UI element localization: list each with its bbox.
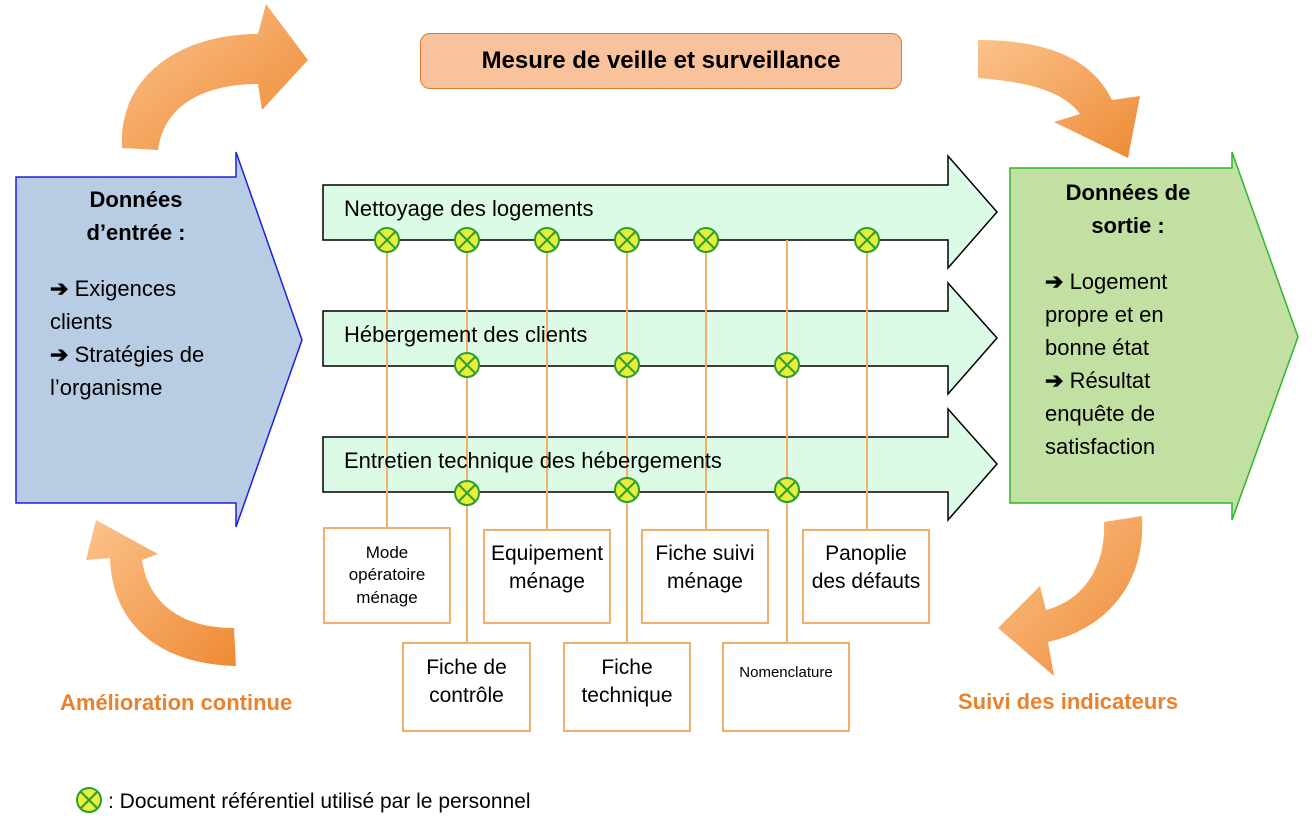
- input-item-2: clients: [50, 305, 250, 338]
- document-panoplie-defauts: Panoplie des défauts: [802, 529, 930, 624]
- arrow-right-icon: ➔: [1045, 269, 1064, 294]
- legend-text: : Document référentiel utilisé par le pe…: [108, 790, 531, 813]
- document-marker-icon: [76, 787, 102, 813]
- doc-line: ménage: [356, 587, 418, 607]
- doc-line: opératoire: [348, 565, 426, 585]
- input-item-1-text: Exigences: [74, 276, 177, 301]
- input-block-title-1: Données: [89, 187, 183, 212]
- document-marker-icon: [614, 227, 640, 253]
- document-fiche-controle: Fiche de contrôle: [402, 642, 531, 732]
- document-equipement-menage: Equipement ménage: [483, 529, 611, 624]
- document-marker-icon: [454, 480, 480, 506]
- process-arrow-cleaning: [322, 154, 998, 270]
- document-marker-icon: [454, 227, 480, 253]
- output-item-4: ➔ Résultat: [1045, 364, 1235, 397]
- doc-line: ménage: [509, 569, 585, 593]
- continuous-improvement-label: Amélioration continue: [60, 690, 293, 715]
- output-item-2: propre et en: [1045, 298, 1235, 331]
- indicators-followup-label: Suivi des indicateurs: [958, 689, 1179, 714]
- document-marker-icon: [693, 227, 719, 253]
- document-fiche-technique: Fiche technique: [563, 642, 691, 732]
- curved-arrow-top-right: [978, 40, 1140, 158]
- input-block-text: Données d’entrée :: [38, 183, 234, 249]
- document-marker-icon: [534, 227, 560, 253]
- input-item-3-text: Stratégies de: [74, 342, 205, 367]
- output-item-1-text: Logement: [1069, 269, 1168, 294]
- input-block-title-2: d’entrée :: [86, 220, 186, 245]
- process-arrow-hosting: [322, 281, 999, 396]
- output-item-3: bonne état: [1045, 331, 1235, 364]
- doc-line: Nomenclature: [739, 664, 833, 682]
- curved-arrow-bottom-left: [86, 520, 236, 666]
- input-item-3: ➔ Stratégies de: [50, 338, 250, 371]
- doc-line: Equipement: [490, 541, 604, 565]
- document-marker-icon: [854, 227, 880, 253]
- document-marker-icon: [774, 352, 800, 378]
- output-item-2-text: propre et en: [1045, 302, 1164, 327]
- document-nomenclature: Nomenclature: [722, 642, 850, 732]
- process-label-cleaning: Nettoyage des logements: [344, 196, 594, 221]
- input-block-items: ➔ Exigences clients ➔ Stratégies de l’or…: [50, 272, 250, 404]
- connector-lines: [386, 240, 868, 642]
- doc-line: Fiche de: [426, 656, 507, 680]
- output-data-block: [1009, 151, 1299, 521]
- output-item-5: enquête de: [1045, 397, 1235, 430]
- arrow-right-icon: ➔: [50, 342, 69, 367]
- monitoring-box: Mesure de veille et surveillance: [420, 33, 902, 89]
- output-block-text: Données de sortie :: [1028, 176, 1228, 242]
- document-markers: [374, 227, 880, 506]
- monitoring-box-label: Mesure de veille et surveillance: [481, 47, 841, 74]
- output-block-items: ➔ Logement propre et en bonne état ➔ Rés…: [1045, 265, 1235, 463]
- doc-line: contrôle: [429, 684, 504, 707]
- output-item-4-text: Résultat: [1069, 368, 1151, 393]
- document-marker-icon: [774, 477, 800, 503]
- input-item-4: l’organisme: [50, 371, 250, 404]
- output-item-6-text: satisfaction: [1045, 434, 1156, 459]
- document-fiche-suivi-menage: Fiche suivi ménage: [641, 529, 769, 624]
- document-marker-icon: [374, 227, 400, 253]
- doc-line: ménage: [667, 569, 743, 593]
- doc-line: Fiche suivi: [655, 541, 755, 565]
- curved-arrow-top-left: [121, 4, 309, 150]
- output-block-title-2: sortie :: [1091, 213, 1165, 238]
- process-label-hosting: Hébergement des clients: [344, 322, 588, 347]
- output-item-3-text: bonne état: [1045, 335, 1149, 360]
- doc-line: Mode: [365, 542, 409, 562]
- process-arrow-maintenance: [322, 407, 999, 522]
- doc-line: technique: [581, 684, 673, 707]
- output-item-5-text: enquête de: [1045, 401, 1156, 426]
- curved-arrow-bottom-right: [998, 516, 1143, 676]
- output-block-title-1: Données de: [1065, 180, 1191, 205]
- input-item-1: ➔ Exigences: [50, 272, 250, 305]
- output-item-1: ➔ Logement: [1045, 265, 1235, 298]
- document-marker-icon: [454, 352, 480, 378]
- doc-line: Fiche: [601, 656, 653, 680]
- document-marker-icon: [614, 477, 640, 503]
- input-item-4-text: l’organisme: [50, 375, 163, 400]
- doc-line: Panoplie: [825, 541, 907, 565]
- input-data-block: [15, 151, 303, 528]
- arrow-right-icon: ➔: [1045, 368, 1064, 393]
- process-label-maintenance: Entretien technique des hébergements: [344, 448, 722, 473]
- input-item-2-text: clients: [50, 309, 113, 334]
- arrow-right-icon: ➔: [50, 276, 69, 301]
- document-marker-icon: [614, 352, 640, 378]
- doc-line: des défauts: [811, 569, 921, 593]
- output-item-6: satisfaction: [1045, 430, 1235, 463]
